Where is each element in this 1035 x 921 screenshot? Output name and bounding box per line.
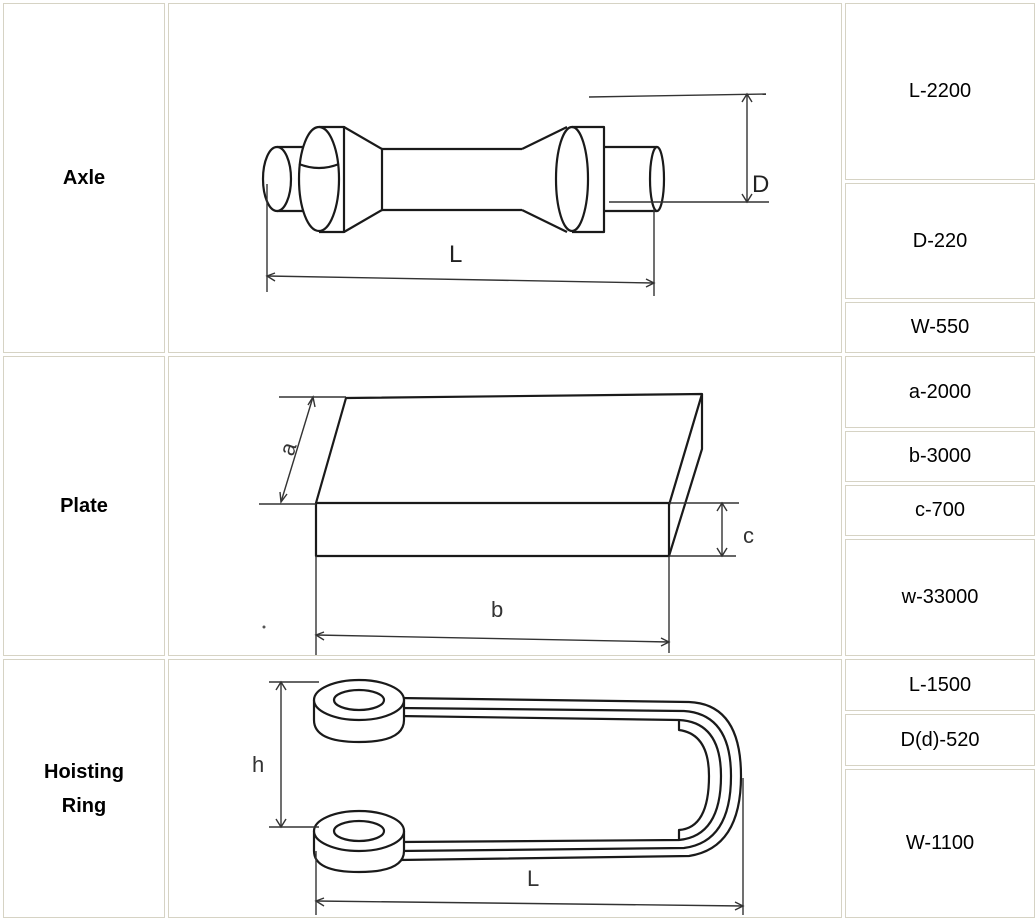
row-label-hoisting-ring: Hoisting Ring [3, 659, 165, 918]
hoisting-ring-drawing-cell: h L [168, 659, 842, 918]
axle-label: Axle [62, 167, 106, 189]
axle-dim-d-label: D [752, 171, 769, 198]
axle-spec-weight-text: W-550 [910, 316, 970, 338]
axle-spec-diameter-text: D-220 [912, 229, 968, 252]
axle-drawing: D L [261, 92, 769, 296]
plate-spec-weight: w-33000 [845, 539, 1035, 656]
axle-spec-weight: W-550 [845, 302, 1035, 353]
plate-label: Plate [60, 495, 108, 517]
hoisting-label-line1: Hoisting [44, 760, 124, 783]
row-label-axle: Axle [3, 3, 165, 353]
plate-dim-a-label: a [274, 438, 302, 458]
hoisting-label-line2: Ring [61, 794, 107, 817]
hoisting-ring-drawing: h L [252, 678, 745, 915]
hoisting-spec-length: L-1500 [845, 659, 1035, 711]
plate-spec-a-text: a-2000 [908, 380, 972, 403]
plate-dim-c-label: c [743, 523, 754, 548]
plate-spec-b-text: b-3000 [908, 445, 972, 467]
hoisting-spec-weight-text: W-1100 [905, 832, 975, 854]
hoisting-dim-h-label: h [252, 752, 264, 777]
hoisting-spec-diameter-text: D(d)-520 [900, 728, 980, 751]
hoisting-dim-l-label: L [527, 866, 539, 891]
row-label-plate: Plate [3, 356, 165, 656]
axle-drawing-cell: D L [168, 3, 842, 353]
axle-dim-l-label: L [449, 241, 462, 268]
plate-dim-b-label: b [491, 597, 503, 622]
plate-spec-c-text: c-700 [914, 499, 966, 521]
plate-spec-c: c-700 [845, 485, 1035, 536]
axle-spec-diameter: D-220 [845, 183, 1035, 299]
plate-drawing-cell: a c b [168, 356, 842, 656]
axle-spec-length-text: L-2200 [908, 80, 972, 102]
plate-spec-b: b-3000 [845, 431, 1035, 482]
plate-drawing: a c b [259, 392, 754, 655]
hoisting-spec-weight: W-1100 [845, 769, 1035, 918]
hoisting-spec-length-text: L-1500 [908, 673, 972, 696]
plate-spec-weight-text: w-33000 [901, 586, 979, 608]
plate-spec-a: a-2000 [845, 356, 1035, 428]
hoisting-spec-diameter: D(d)-520 [845, 714, 1035, 766]
axle-spec-length: L-2200 [845, 3, 1035, 180]
